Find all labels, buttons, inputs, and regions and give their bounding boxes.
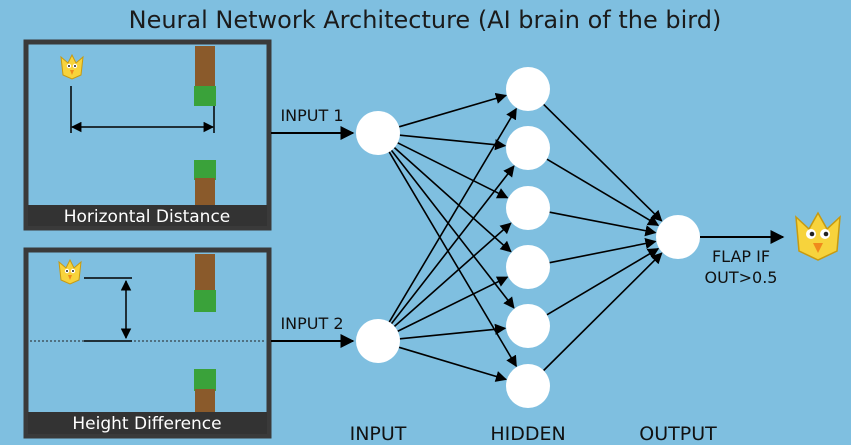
pipe-top xyxy=(194,290,216,312)
hidden-layer xyxy=(506,67,550,408)
input-hidden-connection xyxy=(397,142,509,199)
caption-bar xyxy=(28,205,267,226)
hidden-node xyxy=(506,186,550,230)
network-connections xyxy=(388,92,663,382)
hidden-node xyxy=(506,304,550,348)
pipe-trunk-top xyxy=(195,254,215,292)
hidden-node xyxy=(506,245,550,289)
height-difference-caption: Height Difference xyxy=(72,414,221,434)
pipe-trunk-bottom xyxy=(195,389,215,412)
hidden-output-connection xyxy=(549,237,657,264)
hidden-output-connection xyxy=(546,248,660,316)
hidden-layer-label: HIDDEN xyxy=(490,423,565,445)
input-node xyxy=(356,111,400,155)
input-hidden-connection xyxy=(399,134,507,151)
input-node xyxy=(356,319,400,363)
input-hidden-connection xyxy=(388,107,517,323)
pipe-top xyxy=(194,86,216,106)
diagram-title: Neural Network Architecture (AI brain of… xyxy=(129,6,722,34)
hidden-node xyxy=(506,126,550,170)
input-hidden-connection xyxy=(393,147,512,253)
pipe-trunk-bottom xyxy=(195,178,215,205)
flap-rule-line1: FLAP IF xyxy=(712,247,770,266)
output-node xyxy=(656,215,700,259)
output-layer-label: OUTPUT xyxy=(639,423,717,445)
input-hidden-connection xyxy=(393,222,512,328)
hidden-node xyxy=(506,67,550,111)
input-layer xyxy=(356,111,400,363)
input-hidden-connection xyxy=(398,92,508,128)
input-hidden-connection xyxy=(390,165,515,325)
input-hidden-connection xyxy=(397,276,509,332)
input1-label: INPUT 1 xyxy=(280,106,343,125)
input-layer-label: INPUT xyxy=(350,423,407,445)
input-hidden-connection xyxy=(398,346,508,382)
flap-rule-line2: OUT>0.5 xyxy=(705,268,778,287)
caption-bar xyxy=(28,412,267,434)
hidden-output-connection xyxy=(549,211,657,237)
input-hidden-connection xyxy=(399,323,507,340)
hidden-output-connection xyxy=(543,252,663,372)
input-hidden-connection xyxy=(390,149,515,309)
horizontal-distance-panel: Horizontal Distance xyxy=(23,39,272,231)
input2-label: INPUT 2 xyxy=(280,314,343,333)
hidden-output-connection xyxy=(543,103,663,222)
output-layer xyxy=(656,215,700,259)
hidden-output-connection xyxy=(546,158,660,226)
pipe-bottom xyxy=(194,369,216,391)
height-difference-panel: Height Difference xyxy=(23,247,272,439)
horizontal-distance-caption: Horizontal Distance xyxy=(64,207,231,227)
pipe-trunk-top xyxy=(195,46,215,88)
pipe-bottom xyxy=(194,160,216,180)
bird-flap-icon xyxy=(795,211,841,261)
hidden-node xyxy=(506,364,550,408)
